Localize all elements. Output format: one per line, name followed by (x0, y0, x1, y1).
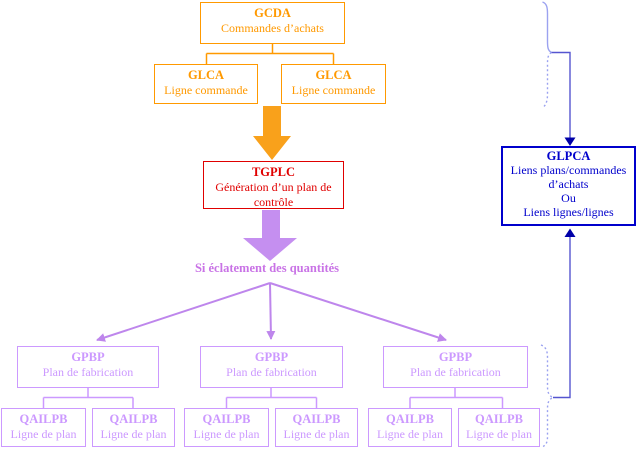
box-qailpb-4: QAILPB Ligne de plan (275, 408, 358, 447)
purple-block-arrow-icon (243, 210, 297, 261)
purple-tree-connectors (42, 388, 504, 408)
box-gpbp-3-code: GPBP (438, 350, 473, 364)
box-qailpb-3-label: Ligne de plan (193, 427, 260, 441)
box-tgplc-label: Génération d’un plan de contrôle (215, 180, 332, 209)
box-qailpb-6-code: QAILPB (475, 412, 523, 426)
box-gcda: GCDA Commandes d’achats (200, 2, 345, 44)
box-qailpb-2-code: QAILPB (109, 412, 158, 426)
bottom-brace-icon (540, 344, 555, 449)
box-glpca-label-1: Liens plans/commandes d’achats (510, 163, 627, 191)
box-qailpb-1-code: QAILPB (19, 412, 68, 426)
box-gpbp-2: GPBP Plan de fabrication (200, 346, 343, 388)
box-qailpb-2: QAILPB Ligne de plan (92, 408, 175, 447)
box-gpbp-2-code: GPBP (254, 350, 289, 364)
orange-tree-connector (205, 44, 335, 64)
box-qailpb-3-code: QAILPB (202, 412, 251, 426)
box-qailpb-1: QAILPB Ligne de plan (1, 408, 86, 447)
top-brace-icon (542, 1, 552, 109)
box-tgplc: TGPLC Génération d’un plan de contrôle (203, 161, 344, 209)
box-qailpb-5-label: Ligne de plan (377, 427, 443, 441)
box-qailpb-5: QAILPB Ligne de plan (368, 408, 452, 447)
box-qailpb-1-label: Ligne de plan (10, 427, 77, 441)
box-gpbp-1-code: GPBP (71, 350, 105, 364)
box-tgplc-code: TGPLC (251, 165, 296, 179)
up-arrowhead-icon (564, 228, 576, 237)
box-qailpb-4-code: QAILPB (292, 412, 341, 426)
box-gpbp-1-label: Plan de fabrication (42, 365, 134, 379)
box-qailpb-6-label: Ligne de plan (466, 427, 532, 441)
box-glca-2-label: Ligne commande (291, 83, 376, 97)
box-glca-1-label: Ligne commande (164, 83, 248, 97)
box-gpbp-1: GPBP Plan de fabrication (17, 346, 159, 388)
fan-arrows (96, 282, 447, 342)
box-glca-1-code: GLCA (187, 68, 225, 82)
box-qailpb-4-label: Ligne de plan (283, 427, 350, 441)
box-qailpb-5-code: QAILPB (386, 412, 434, 426)
orange-block-arrow-icon (253, 106, 291, 160)
down-arrowhead-icon (564, 137, 576, 146)
box-qailpb-3: QAILPB Ligne de plan (184, 408, 269, 447)
box-glca-2: GLCA Ligne commande (281, 64, 386, 104)
box-gcda-label: Commandes d’achats (221, 21, 324, 35)
box-glpca-code: GLPCA (546, 149, 591, 163)
box-gpbp-3-label: Plan de fabrication (410, 365, 501, 379)
box-gpbp-3: GPBP Plan de fabrication (383, 346, 528, 388)
box-glpca-label-2: Ou (561, 191, 576, 205)
box-qailpb-6: QAILPB Ligne de plan (458, 408, 540, 447)
box-qailpb-2-label: Ligne de plan (100, 427, 167, 441)
box-glpca-label-3: Liens lignes/lignes (523, 205, 614, 219)
split-condition-label: Si éclatement des quantités (194, 261, 340, 275)
box-glca-2-code: GLCA (315, 68, 352, 82)
box-glpca: GLPCA Liens plans/commandes d’achats Ou … (501, 146, 636, 226)
box-gpbp-2-label: Plan de fabrication (226, 365, 317, 379)
box-glca-1: GLCA Ligne commande (154, 64, 258, 104)
box-gcda-code: GCDA (254, 6, 291, 20)
